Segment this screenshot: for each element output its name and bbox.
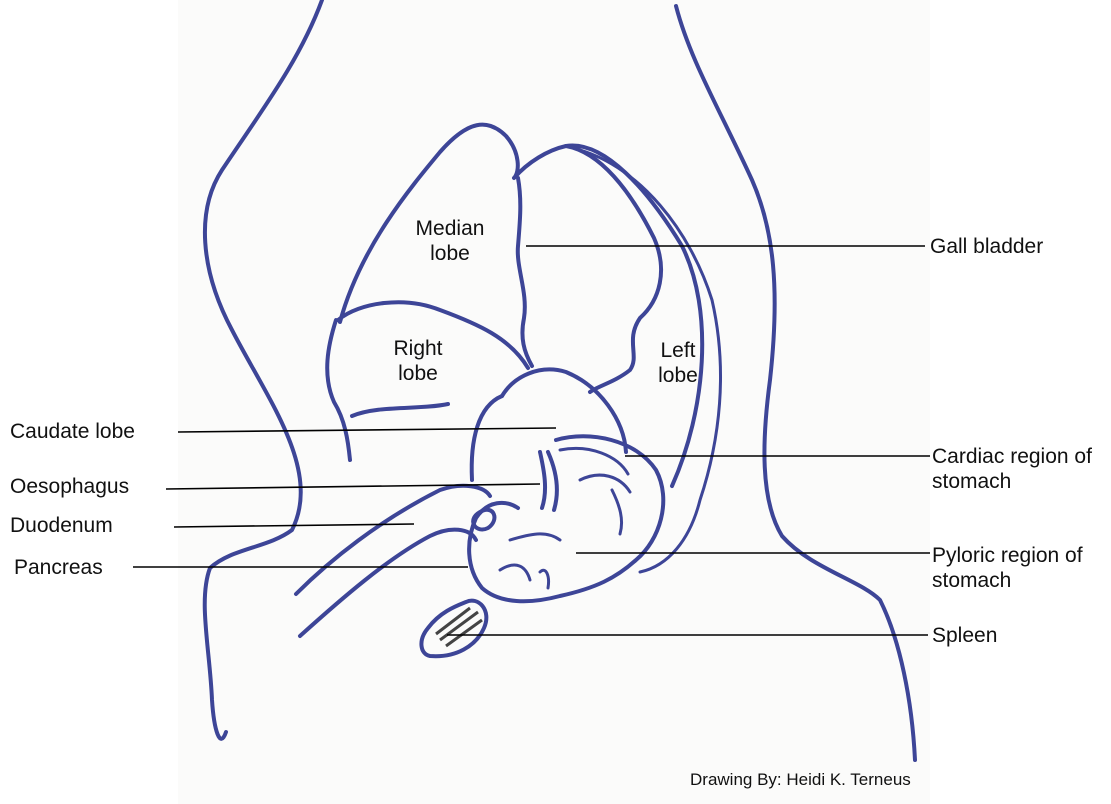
- stomach-cardiac-inner: [560, 448, 630, 534]
- label-median-lobe-text: Median lobe: [416, 217, 485, 265]
- gall-bladder-ridge: [518, 178, 532, 366]
- body-outline-left: [205, 0, 322, 739]
- label-oesophagus: Oesophagus: [10, 474, 129, 499]
- label-pancreas: Pancreas: [14, 555, 103, 580]
- duodenum-inner: [300, 530, 476, 636]
- label-right-lobe: Right lobe: [372, 336, 464, 386]
- label-cardiac-region: Cardiac region of stomach: [932, 444, 1092, 494]
- oesophagus: [540, 452, 557, 510]
- label-left-lobe-text: Left lobe: [658, 339, 698, 387]
- leader-caudate-lobe: [178, 428, 556, 432]
- label-median-lobe: Median lobe: [404, 216, 496, 266]
- label-right-lobe-text: Right lobe: [393, 337, 442, 385]
- ink-outline: [205, 0, 915, 760]
- caudate-loop: [472, 396, 502, 480]
- liver-outer: [340, 125, 702, 486]
- liver-left-edge: [327, 320, 350, 460]
- leader-lines: [133, 246, 930, 635]
- duodenum: [296, 486, 490, 594]
- drawing-credit: Drawing By: Heidi K. Terneus: [690, 770, 911, 790]
- label-gall-bladder: Gall bladder: [930, 234, 1043, 259]
- label-pyloric-region: Pyloric region of stomach: [932, 543, 1092, 593]
- label-duodenum: Duodenum: [10, 513, 113, 538]
- stomach-outline: [469, 436, 663, 601]
- stomach-pyloric-inner: [500, 534, 560, 588]
- right-lobe-lower: [352, 404, 448, 416]
- label-caudate-lobe: Caudate lobe: [10, 419, 135, 444]
- label-left-lobe: Left lobe: [640, 338, 716, 388]
- label-spleen: Spleen: [932, 623, 997, 648]
